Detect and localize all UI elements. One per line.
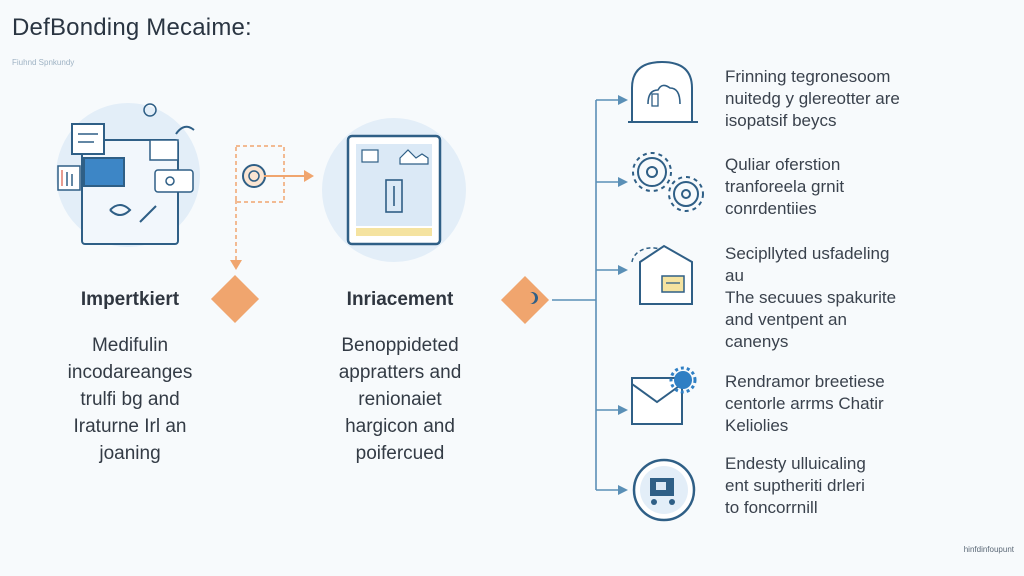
stage-2-line: appratters and xyxy=(338,362,462,383)
cloud-dome-icon xyxy=(628,60,698,123)
diamond-marker-1 xyxy=(210,274,260,324)
stage-1-line: Medifulin xyxy=(91,335,169,356)
stage-heading-1: Impertkiert xyxy=(80,289,180,310)
diamond-marker-2 xyxy=(500,275,550,325)
stage-2-line: renionaiet xyxy=(358,389,442,410)
branch-arrowheads xyxy=(618,95,628,495)
item-5-line: to foncorrnill xyxy=(725,498,818,517)
item-4-line: Keliolies xyxy=(725,416,789,435)
item-4-line: Rendramor breetiese xyxy=(725,372,885,391)
item-text-1: Frinning tegronesoom nuitedg y glereotte… xyxy=(725,66,955,132)
stage-2-line: poifercued xyxy=(355,443,445,464)
item-3-line: The secuues spakurite xyxy=(725,288,897,307)
stage-2-line: Benoppideted xyxy=(341,335,459,356)
item-1-line: Frinning tegronesoom xyxy=(725,67,891,86)
stage-description-1: Medifulin incodareanges trulfi bg and Ir… xyxy=(30,332,230,467)
envelope-gear-icon xyxy=(631,366,697,425)
item-text-4: Rendramor breetiese centorle arrms Chati… xyxy=(725,371,955,437)
cart-circle-icon xyxy=(632,458,696,522)
item-2-line: Quliar oferstion xyxy=(725,155,841,174)
item-2-line: conrdentiies xyxy=(725,199,817,218)
stage-heading-2: Inriacement xyxy=(346,289,454,310)
office-tools-icon xyxy=(56,103,200,247)
item-3-line: Secipllyted usfadeling xyxy=(725,244,890,263)
item-text-2: Quliar oferstion tranforeela grnit conrd… xyxy=(725,154,955,220)
item-3-line: canenys xyxy=(725,332,789,351)
stage-1-line: incodareanges xyxy=(67,362,193,383)
stage-description-2: Benoppideted appratters and renionaiet h… xyxy=(300,332,500,467)
item-3-line: au xyxy=(725,266,744,285)
item-1-line: isopatsif beycs xyxy=(725,111,837,130)
gears-icon xyxy=(632,152,704,212)
item-4-line: centorle arrms Chatir xyxy=(725,394,884,413)
coin-transfer-icon xyxy=(230,145,314,270)
document-card-icon xyxy=(322,118,466,262)
item-3-line: and ventpent an xyxy=(725,310,847,329)
branch-connector xyxy=(552,99,620,491)
page-title: DefBonding Mecaime: xyxy=(12,14,252,41)
item-text-3: Secipllyted usfadeling au The secuues sp… xyxy=(725,243,955,353)
stage-1-line: Iraturne Irl an xyxy=(73,416,187,437)
stage-1-line: trulfi bg and xyxy=(80,389,180,410)
item-1-line: nuitedg y glereotter are xyxy=(725,89,900,108)
footer-credit: hinfdinfoupunt xyxy=(963,545,1014,554)
item-2-line: tranforeela grnit xyxy=(725,177,845,196)
item-5-line: Endesty ulluicaling xyxy=(725,454,866,473)
stage-1-line: joaning xyxy=(99,443,161,464)
secure-box-icon xyxy=(631,244,693,305)
item-text-5: Endesty ulluicaling ent suptheriti drler… xyxy=(725,453,955,519)
item-5-line: ent suptheriti drleri xyxy=(725,476,865,495)
stage-2-line: hargicon and xyxy=(345,416,455,437)
page-subtitle: Fiuhnd Spnkundy xyxy=(12,58,75,67)
